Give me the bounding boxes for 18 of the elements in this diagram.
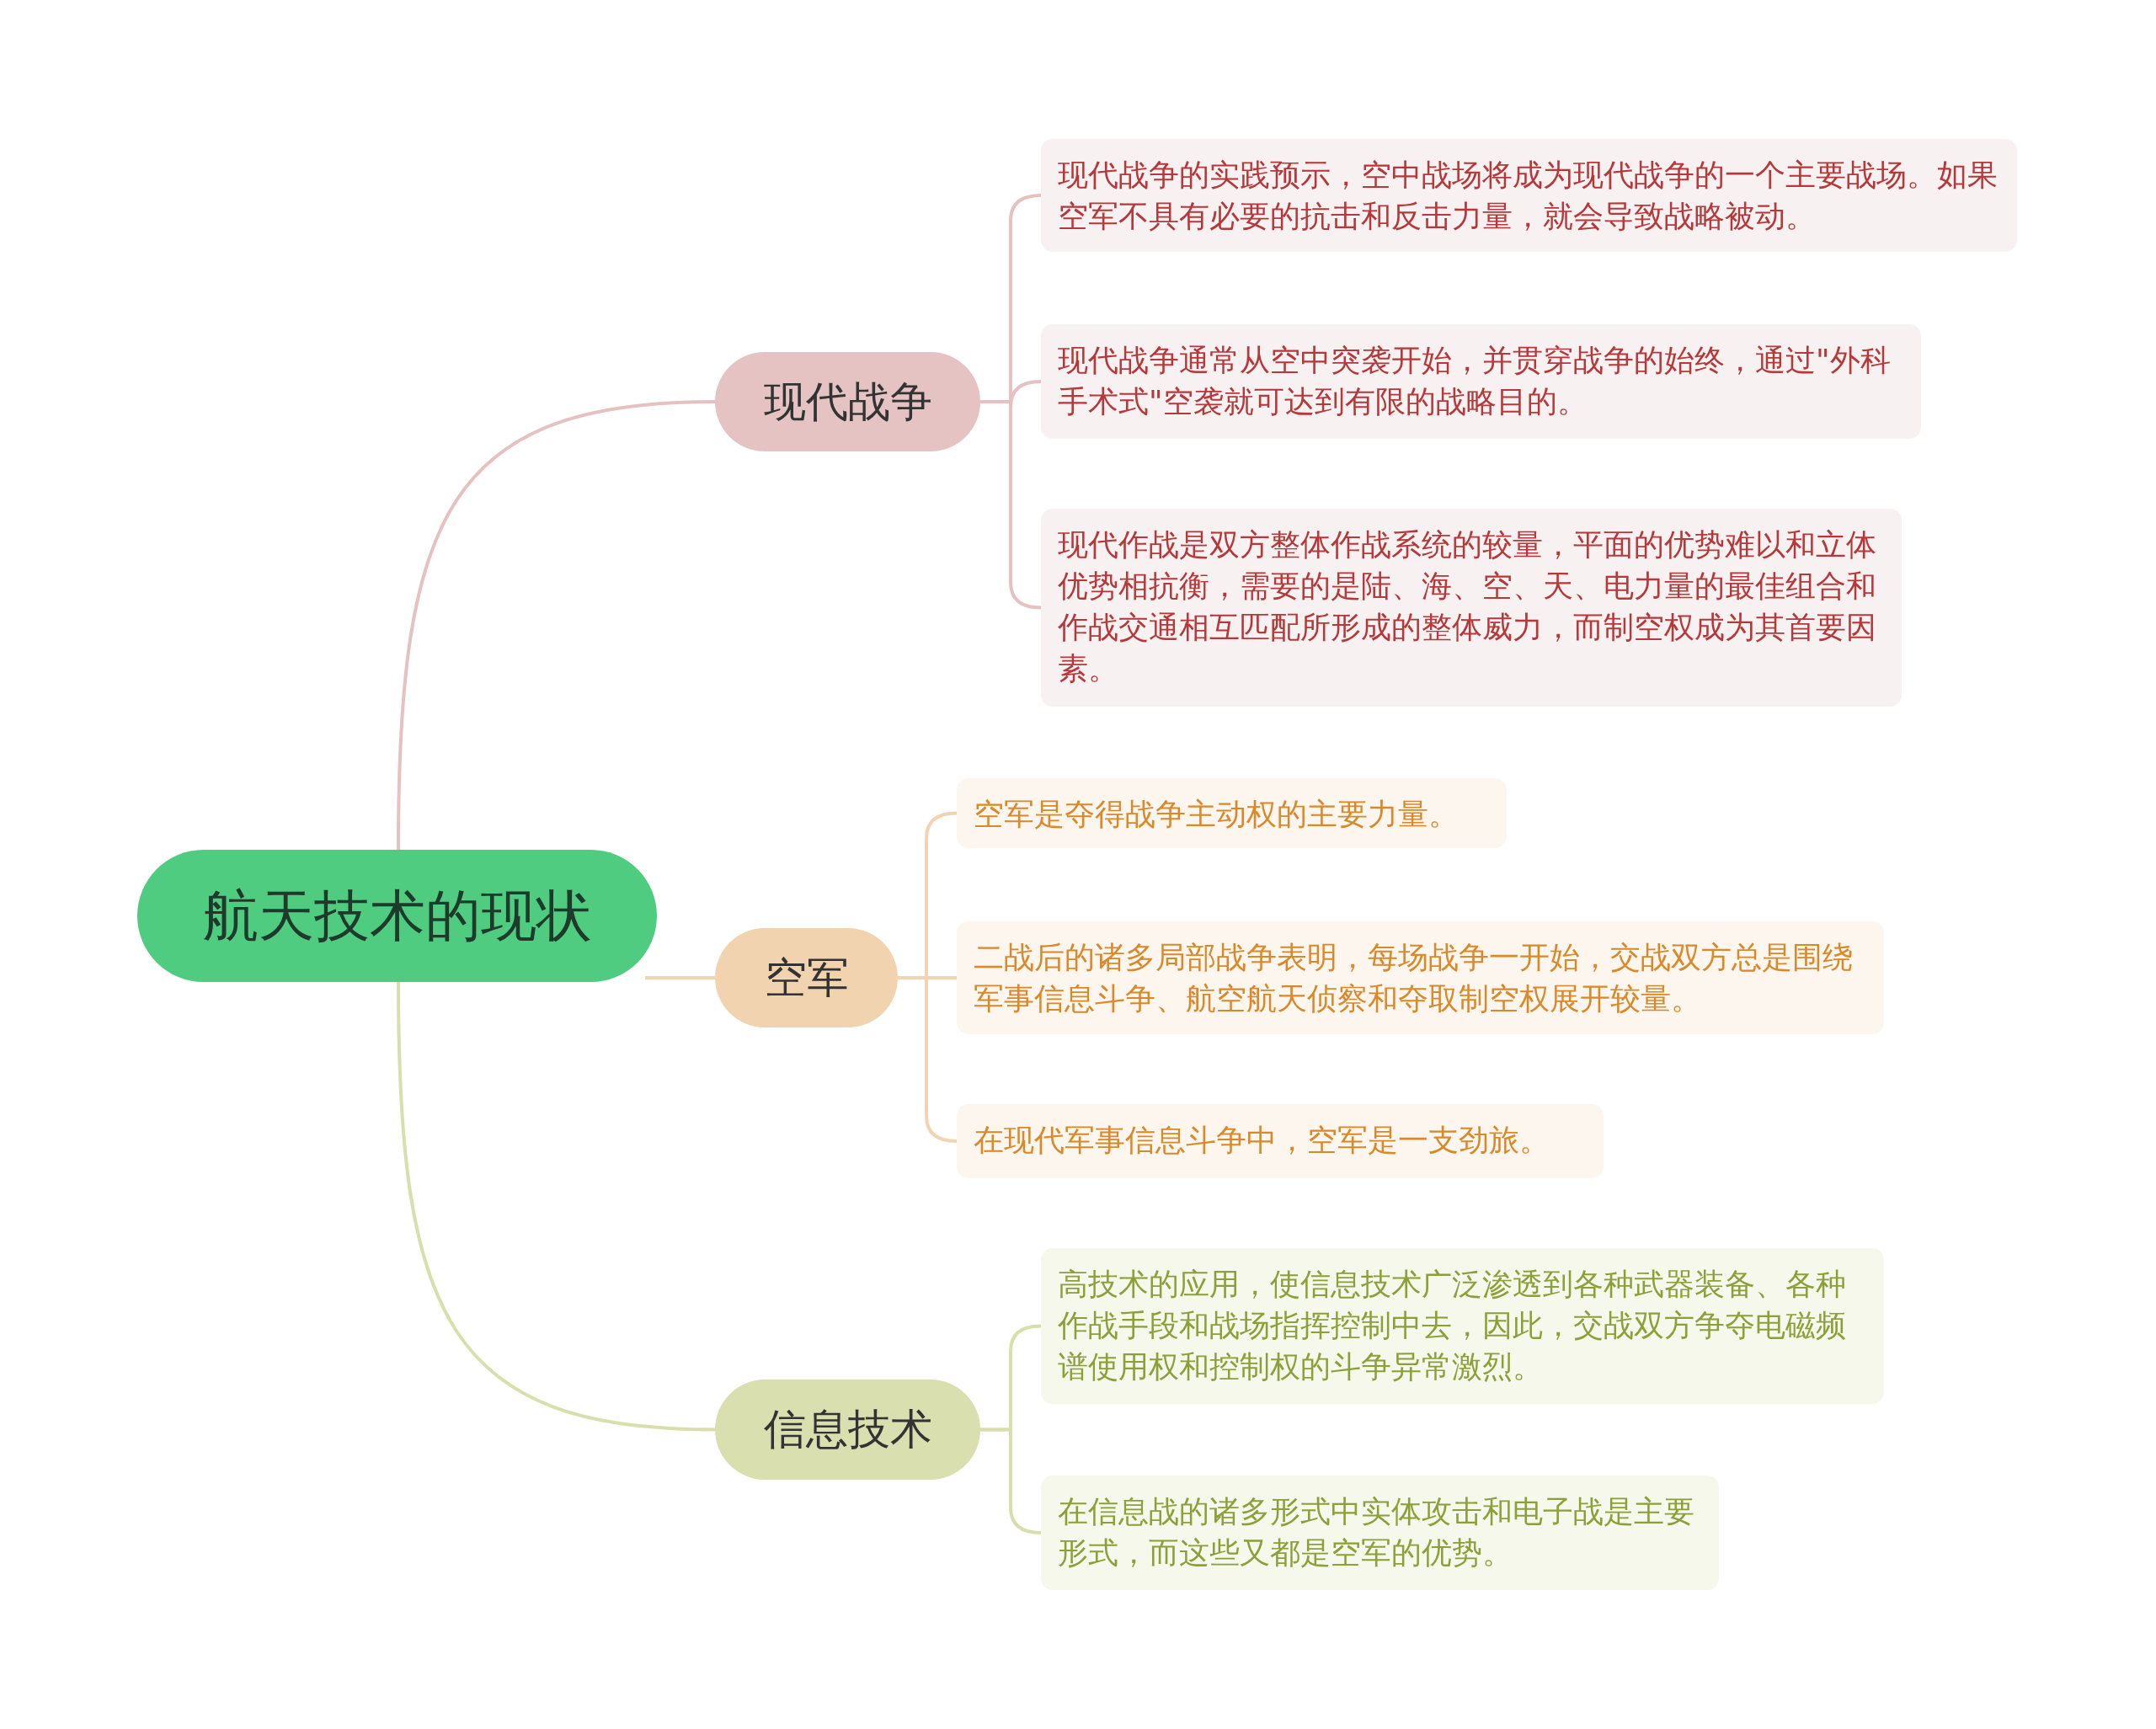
note-box: 在信息战的诸多形式中实体攻击和电子战是主要形式，而这些又都是空军的优势。 <box>1041 1476 1719 1590</box>
branch-box: 信息技术 <box>715 1379 980 1480</box>
connector-line <box>645 976 715 979</box>
branch-box: 空军 <box>715 928 898 1027</box>
note-box: 高技术的应用，使信息技术广泛渗透到各种武器装备、各种作战手段和战场指挥控制中去，因此，交战双方争夺电磁频谱使用权和控制权的斗争异常激烈。 <box>1041 1248 1884 1404</box>
connector-line <box>397 400 716 851</box>
connector-line <box>397 981 716 1432</box>
connector-line <box>980 400 1042 610</box>
note-box: 在现代军事信息斗争中，空军是一支劲旅。 <box>957 1104 1604 1178</box>
connector-line <box>980 1427 1042 1534</box>
note-box: 现代作战是双方整体作战系统的较量，平面的优势难以和立体优势相抗衡，需要的是陆、海、空、天、电力量的最佳组合和作战交通相互匹配所形成的整体威力，而制空权成为其首要因素。 <box>1041 509 1902 707</box>
note-box: 现代战争通常从空中突袭开始，并贯穿战争的始终，通过"外科手术式"空袭就可达到有限的战略目的。 <box>1041 324 1921 439</box>
note-box: 二战后的诸多局部战争表明，每场战争一开始，交战双方总是围绕军事信息斗争、航空航天侦察和夺取制空权展开较量。 <box>957 921 1884 1034</box>
note-box: 空军是夺得战争主动权的主要力量。 <box>957 778 1507 848</box>
connector-line <box>898 976 958 1143</box>
note-box: 现代战争的实践预示，空中战场将成为现代战争的一个主要战场。如果空军不具有必要的抗击和反击力量，就会导致战略被动。 <box>1041 139 2017 252</box>
branch-box: 现代战争 <box>715 352 980 451</box>
topic-box: 航天技术的现状 <box>137 850 657 982</box>
